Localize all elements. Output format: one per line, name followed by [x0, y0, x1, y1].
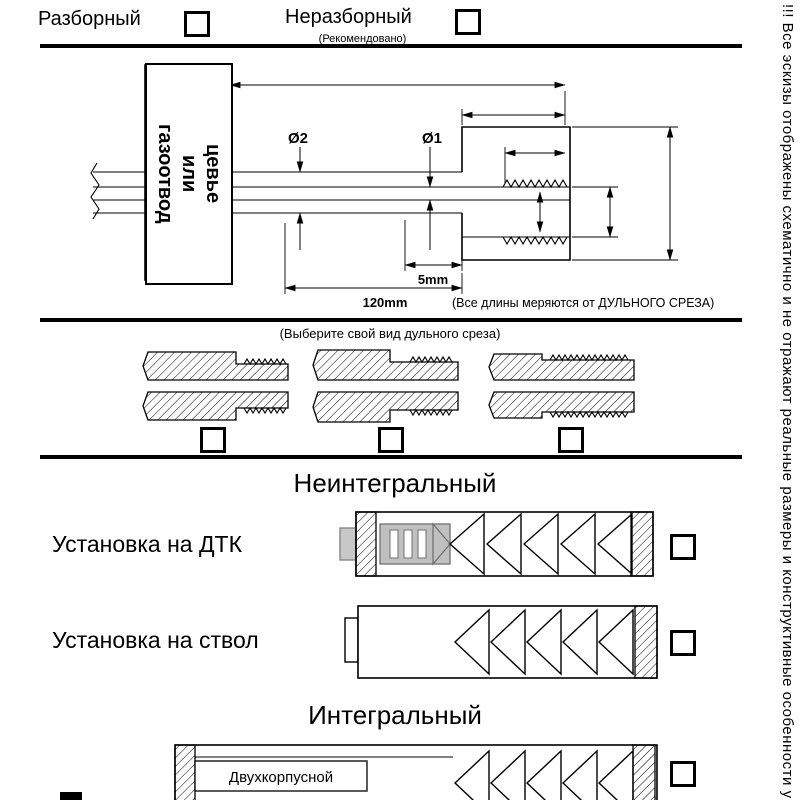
checkbox-integral[interactable]	[670, 761, 696, 787]
label-mount-barrel: Установка на ствол	[52, 627, 259, 653]
checkbox-mount-dtk[interactable]	[670, 534, 696, 560]
checkbox-muzzle-1[interactable]	[200, 427, 226, 453]
end-cap-icon	[630, 511, 654, 577]
muzzle-prompt: (Выберите свой вид дульного среза)	[279, 326, 501, 341]
dim-label-120mm: 120mm	[363, 295, 408, 310]
label-mount-dtk: Установка на ДТК	[52, 531, 243, 557]
muzzle-variant-1-drawing	[142, 351, 289, 421]
end-cap-icon	[634, 605, 658, 679]
suppressor-barrel-drawing	[344, 605, 658, 679]
checkbox-mount-barrel[interactable]	[670, 630, 696, 656]
baffles-icon	[453, 608, 634, 676]
option-nerazborny-label: Неразборный	[285, 6, 412, 28]
recommended-note: (Рекомендовано)	[318, 33, 407, 45]
measure-note: (Все длины меряются от ДУЛЬНОГО СРЕЗА)	[452, 296, 715, 310]
barrel-stub-icon	[344, 617, 359, 663]
side-disclaimer-note: !!! Все эскизы отображены схематично и н…	[779, 4, 796, 799]
dim-label-dia1: Ø1	[422, 130, 442, 147]
muzzle-block-outline	[461, 126, 571, 261]
checkbox-muzzle-2[interactable]	[378, 427, 404, 453]
end-cap-icon	[632, 744, 656, 800]
baffles-icon	[448, 512, 633, 576]
thread-top-icon	[502, 178, 568, 189]
muzzle-variant-2-drawing	[312, 349, 459, 423]
integral-type-label: Двухкорпусной	[229, 769, 333, 786]
break-line-icon	[90, 162, 100, 220]
separator-line-2	[40, 318, 742, 322]
dim-label-5mm: 5mm	[418, 272, 448, 287]
thread-bottom-icon	[502, 235, 568, 246]
dim-label-dia2: Ø2	[288, 130, 308, 147]
suppressor-dtk-drawing	[339, 511, 654, 577]
checkbox-razborny[interactable]	[184, 11, 210, 37]
thread-stub-icon	[339, 527, 357, 561]
bottom-line-fragment	[60, 792, 82, 800]
checkbox-nerazborny[interactable]	[455, 9, 481, 35]
gas-tube-label: газоотвод или цевье	[154, 124, 224, 224]
option-razborny-label: Разборный	[38, 8, 141, 30]
separator-line-3	[40, 455, 742, 459]
end-cap-icon	[174, 744, 196, 800]
checkbox-muzzle-3[interactable]	[558, 427, 584, 453]
heading-integral: Интегральный	[308, 700, 482, 730]
separator-line-1	[40, 44, 742, 48]
barrel-lines	[228, 171, 570, 214]
muzzle-variant-3-drawing	[488, 353, 635, 419]
suppressor-integral-drawing: Двухкорпусной	[174, 744, 658, 800]
baffles-icon	[453, 749, 634, 800]
heading-non-integral: Неинтегральный	[293, 468, 497, 498]
gas-tube-box: газоотвод или цевье	[145, 63, 233, 285]
end-cap-icon	[355, 511, 377, 577]
